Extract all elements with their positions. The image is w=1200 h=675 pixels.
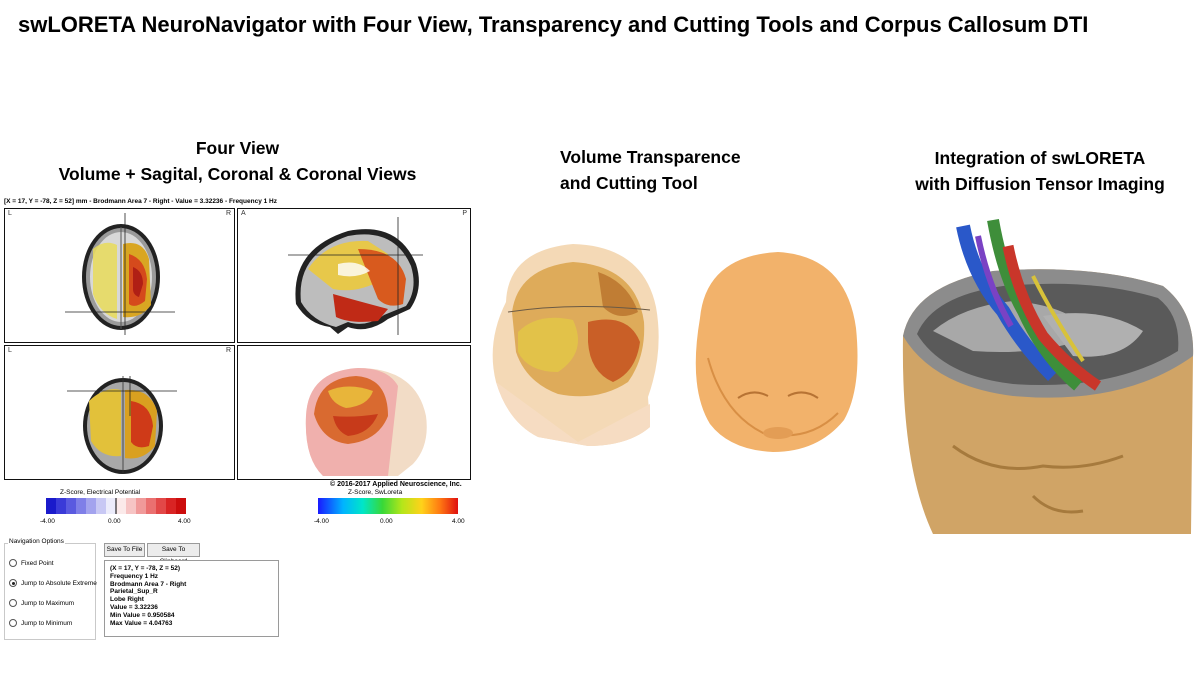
radio-jump-maximum[interactable]: Jump to Maximum xyxy=(9,599,74,607)
volume-3d-view-pane[interactable] xyxy=(237,345,471,480)
pane-corner-label-left: L xyxy=(8,347,12,354)
coronal-view-pane[interactable]: L R xyxy=(4,345,235,480)
transparent-head-render xyxy=(492,244,659,446)
head-volume-3d xyxy=(305,368,427,476)
radio-button[interactable] xyxy=(9,619,17,627)
radio-jump-absolute-extreme[interactable]: Jump to Absolute Extreme xyxy=(9,579,97,587)
radio-jump-minimum[interactable]: Jump to Minimum xyxy=(9,619,72,627)
info-line: Min Value = 0.950584 xyxy=(110,611,175,619)
four-view-heading: Four View Volume + Sagital, Coronal & Co… xyxy=(0,135,475,187)
save-to-file-button[interactable]: Save To File xyxy=(104,543,145,557)
info-line: Value = 3.32236 xyxy=(110,603,158,611)
sagittal-view-pane[interactable]: A P xyxy=(237,208,471,343)
swloreta-scale-min: -4.00 xyxy=(314,518,329,525)
pane-corner-label-left: L xyxy=(8,210,12,217)
electrical-scale-max: 4.00 xyxy=(178,518,191,525)
transparence-heading-line1: Volume Transparence xyxy=(560,147,741,167)
coronal-brain-slice xyxy=(67,376,177,474)
radio-button[interactable] xyxy=(9,559,17,567)
swloreta-scale-mid: 0.00 xyxy=(380,518,393,525)
radio-fixed-point[interactable]: Fixed Point xyxy=(9,559,54,567)
pane-corner-label-right: P xyxy=(462,210,467,217)
info-line: Brodmann Area 7 - Right xyxy=(110,580,187,588)
radio-label: Fixed Point xyxy=(21,559,54,567)
sagittal-brain-slice xyxy=(288,217,423,335)
location-info-box[interactable]: (X = 17, Y = -78, Z = 52) Frequency 1 Hz… xyxy=(104,560,279,637)
main-title: swLORETA NeuroNavigator with Four View, … xyxy=(18,12,1089,37)
coordinate-readout: [X = 17, Y = -78, Z = 52] mm - Brodmann … xyxy=(4,198,277,205)
dti-heading: Integration of swLORETA with Diffusion T… xyxy=(890,145,1190,197)
opaque-head-render xyxy=(695,252,858,452)
pane-corner-label-right: R xyxy=(225,210,231,217)
info-line: Frequency 1 Hz xyxy=(110,572,159,580)
dti-tractography-render xyxy=(902,218,1194,534)
axial-brain-slice xyxy=(65,213,175,335)
pane-corner-label-left: A xyxy=(241,210,246,217)
navigation-options-group: Navigation Options Fixed Point Jump to A… xyxy=(4,538,97,640)
copyright-text: © 2016-2017 Applied Neuroscience, Inc. xyxy=(330,481,462,488)
info-line: Max Value = 4.04763 xyxy=(110,619,173,627)
radio-label: Jump to Minimum xyxy=(21,619,73,627)
axial-view-pane[interactable]: L R xyxy=(4,208,235,343)
radio-button-selected[interactable] xyxy=(9,579,17,587)
electrical-scale-min: -4.00 xyxy=(40,518,55,525)
transparence-heading-line2: and Cutting Tool xyxy=(560,173,698,193)
swloreta-scale-title: Z-Score, SwLoreta xyxy=(348,489,403,496)
four-view-heading-line2: Volume + Sagital, Coronal & Coronal View… xyxy=(58,164,417,184)
swloreta-color-scale xyxy=(318,498,458,514)
save-to-clipboard-button[interactable]: Save To Clipboard xyxy=(147,543,200,565)
info-line: Parietal_Sup_R xyxy=(110,588,158,596)
dti-heading-line2: with Diffusion Tensor Imaging xyxy=(915,174,1165,194)
navigation-options-title: Navigation Options xyxy=(8,538,65,545)
info-line: (X = 17, Y = -78, Z = 52) xyxy=(110,565,181,572)
radio-button[interactable] xyxy=(9,599,17,607)
electrical-scale-mid: 0.00 xyxy=(108,518,121,525)
dti-heading-line1: Integration of swLORETA xyxy=(934,148,1146,168)
swloreta-scale-max: 4.00 xyxy=(452,518,465,525)
four-view-heading-line1: Four View xyxy=(195,138,280,158)
radio-label: Jump to Maximum xyxy=(21,599,75,607)
electrical-color-scale xyxy=(46,498,186,514)
transparence-heading: Volume Transparence and Cutting Tool xyxy=(560,144,800,196)
pane-corner-label-right: R xyxy=(225,347,231,354)
electrical-scale-title: Z-Score, Electrical Potential xyxy=(60,489,141,496)
radio-label: Jump to Absolute Extreme xyxy=(21,579,97,587)
info-line: Lobe Right xyxy=(110,596,144,604)
